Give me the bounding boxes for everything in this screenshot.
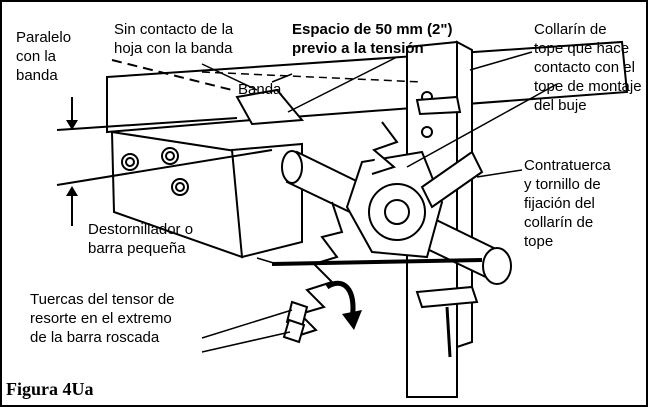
label-paralelo-line-3: banda xyxy=(16,67,58,84)
label-collarin-line-2: tope que hace xyxy=(534,40,630,57)
label-paralelo-line-2: con la xyxy=(16,48,57,65)
label-sin-contacto: Sin contacto de la hoja con la banda xyxy=(114,20,233,58)
label-collarin-line-3: contacto con el xyxy=(534,59,635,76)
label-contratuerca-line-1: Contratuerca xyxy=(524,157,611,174)
label-collarin: Collarín de tope que hace contacto con e… xyxy=(534,20,642,115)
label-espacio: Espacio de 50 mm (2") previo a la tensió… xyxy=(292,20,453,58)
label-banda: Banda xyxy=(238,81,282,98)
label-tuercas-line-2: resorte en el extremo xyxy=(30,310,172,327)
label-destornillador-line-1: Destornillador o xyxy=(88,221,194,238)
label-sin-contacto-line-2: hoja con la banda xyxy=(114,40,233,57)
label-collarin-line-5: del buje xyxy=(534,97,587,114)
label-contratuerca-line-2: y tornillo de xyxy=(524,176,601,193)
label-destornillador-line-2: barra pequeña xyxy=(88,240,186,257)
label-tuercas: Tuercas del tensor de resorte en el extr… xyxy=(30,290,175,347)
label-collarin-line-1: Collarín de xyxy=(534,21,607,38)
label-tuercas-line-3: de la barra roscada xyxy=(30,329,160,346)
label-destornillador: Destornillador o barra pequeña xyxy=(88,220,193,258)
label-collarin-line-4: tope de montaje xyxy=(534,78,642,95)
label-tuercas-line-1: Tuercas del tensor de xyxy=(30,291,175,308)
label-contratuerca-line-4: collarín de xyxy=(524,214,594,231)
figure-caption: Figura 4Ua xyxy=(6,379,94,399)
label-contratuerca-line-3: fijación del xyxy=(524,195,595,212)
label-paralelo: Paralelo con la banda xyxy=(16,28,71,85)
label-espacio-line-1: Espacio de 50 mm (2") xyxy=(292,21,453,38)
label-paralelo-line-1: Paralelo xyxy=(16,29,72,46)
label-contratuerca-line-5: tope xyxy=(524,233,554,250)
label-contratuerca: Contratuerca y tornillo de fijación del … xyxy=(524,156,611,251)
label-sin-contacto-line-1: Sin contacto de la xyxy=(114,21,234,38)
label-espacio-line-2: previo a la tensión xyxy=(292,40,424,57)
